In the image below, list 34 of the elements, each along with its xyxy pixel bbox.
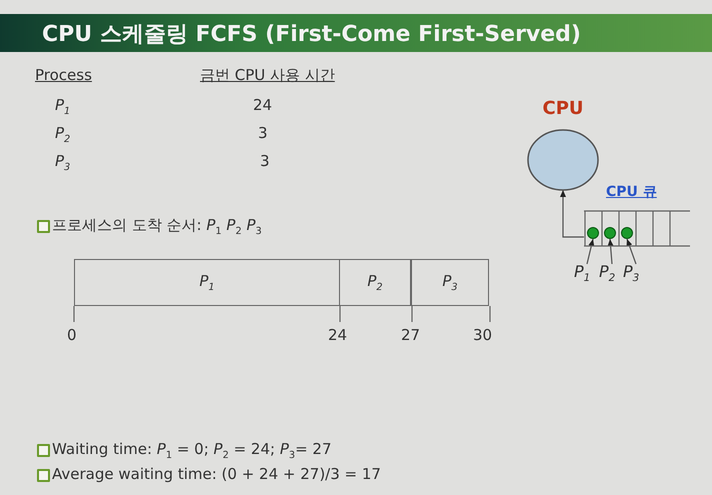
gantt-bar-segment bbox=[339, 259, 411, 306]
queue-process-dot bbox=[621, 227, 633, 239]
process-label: P$_{1}$ bbox=[574, 262, 596, 284]
leader-line bbox=[608, 238, 614, 264]
cpu-heading: CPU bbox=[541, 98, 585, 119]
bullet-text: 프로세스의 도착 순서: P$_{1}$ P$_{2}$ P$_{3}$ bbox=[52, 216, 262, 237]
tick-label: 24 bbox=[328, 326, 348, 344]
gantt-bar-segment bbox=[411, 259, 489, 306]
gantt-process-label: P$_{3}$ bbox=[441, 272, 459, 293]
table-cell: P$_{2}$ bbox=[55, 124, 70, 145]
tick-label: 30 bbox=[473, 326, 492, 344]
table-cell: 3 bbox=[258, 124, 268, 142]
leader-line bbox=[586, 238, 594, 264]
table-cell: P$_{3}$ bbox=[55, 152, 70, 173]
table-cell: P$_{1}$ bbox=[55, 96, 70, 117]
tick-label: 0 bbox=[67, 326, 77, 344]
queue-heading: CPU 큐 bbox=[606, 183, 657, 201]
gantt-process-label: P$_{1}$ bbox=[198, 272, 216, 293]
process-label: P$_{3}$ bbox=[623, 262, 645, 284]
gantt-process-label: P$_{2}$ bbox=[366, 272, 384, 293]
bullet-text: Waiting time: P$_{1}$ = 0; P$_{2}$ = 24; P$_{3}$= 27 bbox=[52, 440, 332, 461]
queue-process-dot bbox=[604, 227, 616, 239]
table-header: 금번 CPU 사용 시간 bbox=[200, 66, 335, 85]
tick-label: 27 bbox=[401, 326, 420, 344]
queue-process-dot bbox=[587, 227, 599, 239]
table-cell: 3 bbox=[260, 152, 270, 170]
process-label: P$_{2}$ bbox=[599, 262, 621, 284]
slide-title: CPU 스케줄링 FCFS (First-Come First-Served) bbox=[42, 21, 581, 49]
gantt-bar-segment bbox=[74, 259, 340, 306]
bullet-text: Average waiting time: (0 + 24 + 27)/3 = 17 bbox=[52, 465, 381, 483]
table-cell: 24 bbox=[253, 96, 272, 114]
table-header: Process bbox=[35, 66, 92, 84]
leader-line bbox=[626, 238, 637, 264]
arrow bbox=[560, 190, 584, 238]
